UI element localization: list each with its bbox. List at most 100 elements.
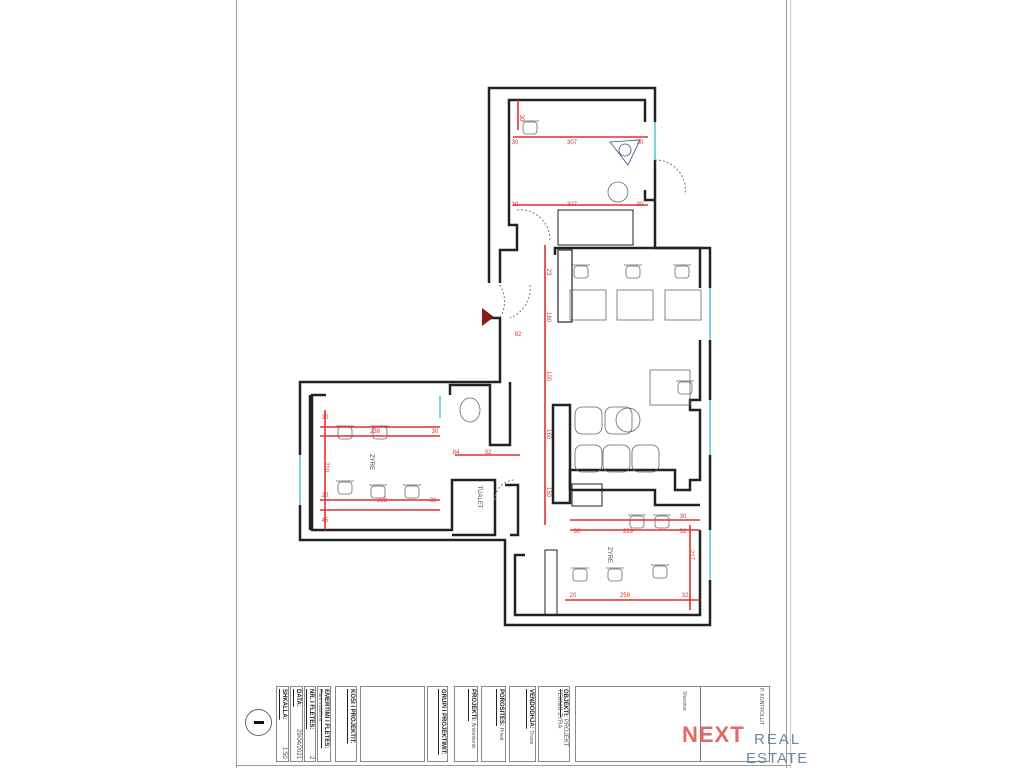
sheet-border-right (786, 0, 787, 768)
dimension-label: 23 (545, 269, 551, 276)
desk (664, 289, 702, 321)
sofa-seat (574, 406, 603, 435)
label: NR. I FLETES: (308, 689, 314, 730)
chair-seat (337, 481, 353, 495)
dimension-label: 160 (545, 312, 551, 323)
sofa-seat (604, 406, 633, 435)
outer-wall (298, 505, 712, 627)
dimension-label: 30 (637, 202, 644, 208)
chair-seat (677, 381, 693, 395)
outer-wall (653, 160, 712, 288)
tb-notes: Shenime P. KONTROLLIT (575, 686, 770, 762)
room-label: ZYRE (368, 454, 374, 470)
value: Plani mobilimit (317, 689, 323, 722)
north-arrow-icon (245, 709, 272, 736)
value: Privat (498, 727, 504, 741)
kitchen-counter (557, 209, 634, 246)
dimension-label: 20 (570, 593, 577, 599)
value: Arkitektonik (470, 722, 476, 749)
door-swing (499, 284, 531, 319)
value: PROJEKT TEKNIK ZYRA (556, 689, 568, 747)
dimension-label: 92 (515, 332, 522, 338)
next-real-estate-logo: NEXT REAL ESTATE (682, 722, 807, 768)
outer-wall (487, 86, 657, 283)
dimension-label: 30 (518, 115, 524, 122)
value: 1:50 (281, 747, 287, 759)
door-swing (654, 159, 686, 196)
tb-blank (360, 686, 425, 762)
entrance-marker-icon (482, 308, 494, 326)
tb-grupi: GRUPI I PROJEKTIMIT: (427, 686, 448, 762)
inner-wall (440, 478, 497, 537)
door-swing (494, 479, 516, 501)
round-table (607, 181, 629, 203)
tb-projekti: PROJEKTI: Arkitektonik (454, 686, 478, 762)
chair-icon (653, 514, 671, 529)
label: DATA: (295, 689, 301, 707)
inner-wall (448, 382, 512, 447)
tb-kosi: KOSI I PROJEKTIT: (335, 686, 357, 762)
dimension-label: 30 (322, 415, 329, 421)
dimension-label: 30 (430, 498, 437, 504)
dimension-label: 30 (680, 514, 687, 520)
dimension-label: 238 (377, 498, 388, 504)
chair-seat (607, 568, 623, 582)
label: VENDODHJA: (528, 689, 534, 729)
chair-seat (370, 485, 386, 499)
chair-icon (676, 380, 694, 395)
dimension-label: 150 (545, 487, 551, 498)
doors (494, 159, 686, 501)
sofa-seat (602, 444, 631, 473)
tb-porosites: POROSITES: Privat (481, 686, 506, 762)
desk (616, 289, 654, 321)
room-label: ZYRE (606, 547, 612, 563)
tb-data: DATA: 29/04/2021 (290, 686, 303, 762)
cabinet (544, 549, 558, 616)
sink-icon (609, 139, 641, 166)
dimension-label: 45 (322, 518, 329, 524)
dimension-label: 30 (512, 202, 519, 208)
chair-seat (573, 265, 589, 279)
label: EMERTIMI I FLETES: (323, 689, 329, 749)
dimension-label: 30 (637, 140, 644, 146)
chair-icon (521, 120, 539, 135)
label: GRUPI I PROJEKTIMIT: (440, 689, 446, 755)
label: OBJEKTI: (562, 689, 568, 718)
dimension-label: 210 (323, 462, 329, 473)
dimension-label: 30 (512, 140, 519, 146)
dimension-label: 160 (545, 429, 551, 440)
tb-vendodhja: VENDODHJA: Tirane (509, 686, 536, 762)
value: 2 (308, 755, 314, 759)
walls (298, 86, 712, 627)
chair-icon (369, 484, 387, 499)
desk (649, 369, 691, 406)
sofa-seat (631, 444, 660, 473)
inner-wall (498, 98, 647, 283)
furniture (336, 120, 702, 582)
chair-icon (571, 567, 589, 582)
dimension-label: 238 (370, 429, 381, 435)
dimension-label: 307 (567, 140, 578, 146)
tb-objekti: OBJEKTI: PROJEKT TEKNIK ZYRA (538, 686, 570, 762)
inner-wall (505, 483, 520, 537)
bar-counter (557, 249, 573, 323)
chair-icon (673, 264, 691, 279)
partition-wall (551, 403, 572, 505)
dimension-label: 32 (682, 593, 689, 599)
logo-next: NEXT (682, 722, 745, 747)
windows (299, 122, 711, 580)
desk (569, 289, 607, 321)
inner-wall (553, 246, 702, 288)
chair-seat (522, 121, 538, 135)
chair-icon (336, 425, 354, 440)
control-label: P. KONTROLLIT (758, 688, 764, 725)
round-table (615, 407, 641, 433)
sheet-border-bottom (236, 765, 790, 766)
door-swing (516, 209, 551, 241)
label: KOSI I PROJEKTIT: (349, 689, 355, 744)
outer-wall (298, 316, 502, 455)
label: SHKALLA: (281, 689, 287, 720)
value: Tirane (528, 730, 534, 745)
